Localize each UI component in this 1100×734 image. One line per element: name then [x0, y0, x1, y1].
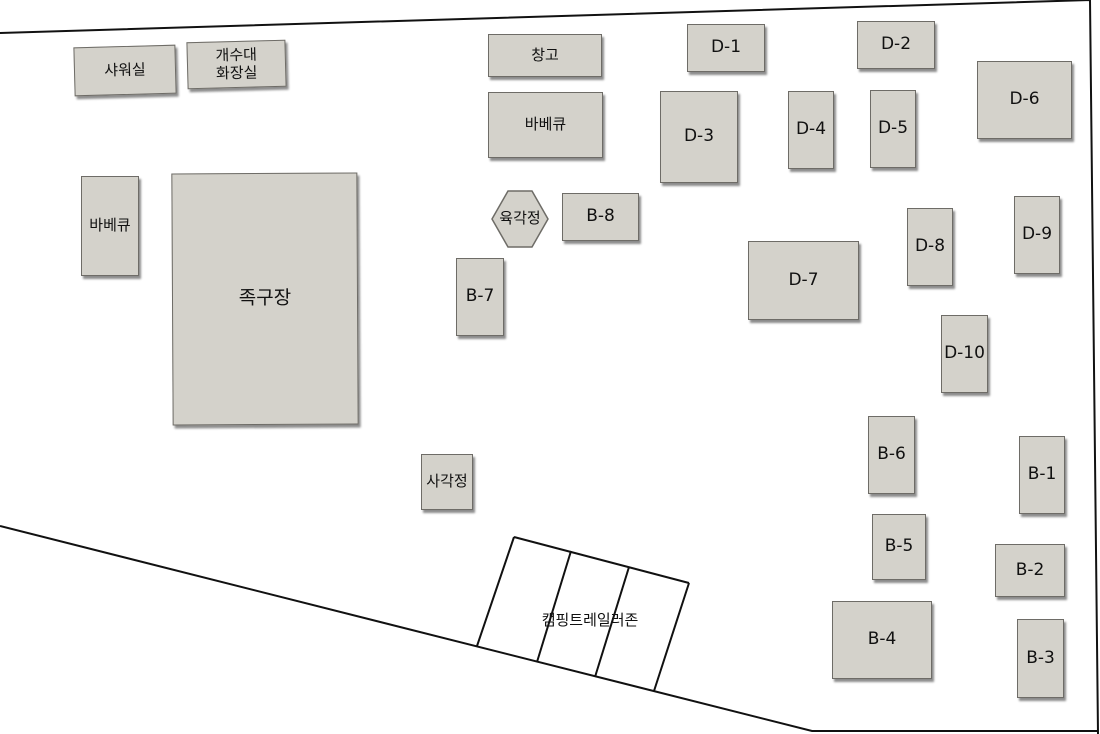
site-d-7[interactable]: D-7 [748, 241, 859, 320]
site-d-4-label: D-4 [795, 119, 827, 140]
site-d-1-label: D-1 [710, 37, 742, 58]
site-b-7-label: B-7 [465, 286, 495, 307]
site-b-4-label: B-4 [867, 629, 897, 650]
site-d-3[interactable]: D-3 [660, 91, 738, 183]
trailer-zone-label: 캠핑트레일러존 [541, 611, 639, 629]
footvolley-court-label: 족구장 [238, 286, 292, 310]
footvolley-court[interactable]: 족구장 [171, 172, 359, 426]
site-b-5-label: B-5 [884, 536, 914, 557]
site-b-6-label: B-6 [877, 444, 906, 465]
site-b-8-label: B-8 [586, 206, 615, 227]
site-b-4[interactable]: B-4 [832, 601, 932, 679]
site-b-2[interactable]: B-2 [995, 544, 1065, 597]
site-b-3-label: B-3 [1026, 647, 1055, 668]
site-d-7-label: D-7 [788, 269, 819, 290]
site-d-4[interactable]: D-4 [788, 91, 834, 169]
bbq-area-center-label: 바베큐 [524, 115, 567, 134]
bbq-area-left-label: 바베큐 [89, 216, 131, 235]
bbq-area-left[interactable]: 바베큐 [81, 176, 139, 276]
site-d-9[interactable]: D-9 [1014, 196, 1060, 274]
site-d-1[interactable]: D-1 [687, 24, 765, 72]
hexagon-pavilion[interactable] [488, 189, 552, 253]
sink-restroom[interactable]: 개수대 화장실 [186, 39, 287, 90]
square-pavilion[interactable]: 사각정 [421, 454, 473, 510]
shower-room-label: 샤워실 [104, 60, 146, 80]
site-d-8[interactable]: D-8 [907, 208, 953, 286]
site-b-3[interactable]: B-3 [1017, 619, 1064, 698]
site-b-7[interactable]: B-7 [456, 258, 504, 336]
shower-room[interactable]: 샤워실 [73, 44, 177, 97]
site-b-8[interactable]: B-8 [562, 193, 639, 241]
storage-label: 창고 [531, 45, 559, 64]
hexagon-pavilion-label: 육각정 [499, 209, 541, 227]
site-b-2-label: B-2 [1015, 559, 1045, 580]
site-d-10[interactable]: D-10 [941, 315, 988, 393]
site-b-5[interactable]: B-5 [872, 514, 926, 580]
site-d-2[interactable]: D-2 [857, 21, 935, 69]
sink-restroom-label: 개수대 화장실 [215, 45, 258, 83]
site-d-3-label: D-3 [683, 126, 715, 147]
trailer-parking-lines [476, 536, 690, 692]
site-d-6-label: D-6 [1009, 89, 1040, 110]
site-d-2-label: D-2 [880, 34, 912, 55]
storage[interactable]: 창고 [488, 34, 602, 77]
site-b-1[interactable]: B-1 [1019, 436, 1065, 514]
site-d-5-label: D-5 [877, 118, 909, 139]
site-b-6[interactable]: B-6 [868, 416, 915, 494]
site-d-5[interactable]: D-5 [870, 90, 916, 168]
site-d-6[interactable]: D-6 [977, 61, 1072, 139]
site-d-8-label: D-8 [914, 236, 946, 257]
site-d-9-label: D-9 [1021, 224, 1053, 245]
site-b-1-label: B-1 [1027, 464, 1057, 485]
bbq-area-center[interactable]: 바베큐 [488, 92, 603, 158]
square-pavilion-label: 사각정 [426, 472, 468, 491]
site-d-10-label: D-10 [944, 343, 985, 364]
